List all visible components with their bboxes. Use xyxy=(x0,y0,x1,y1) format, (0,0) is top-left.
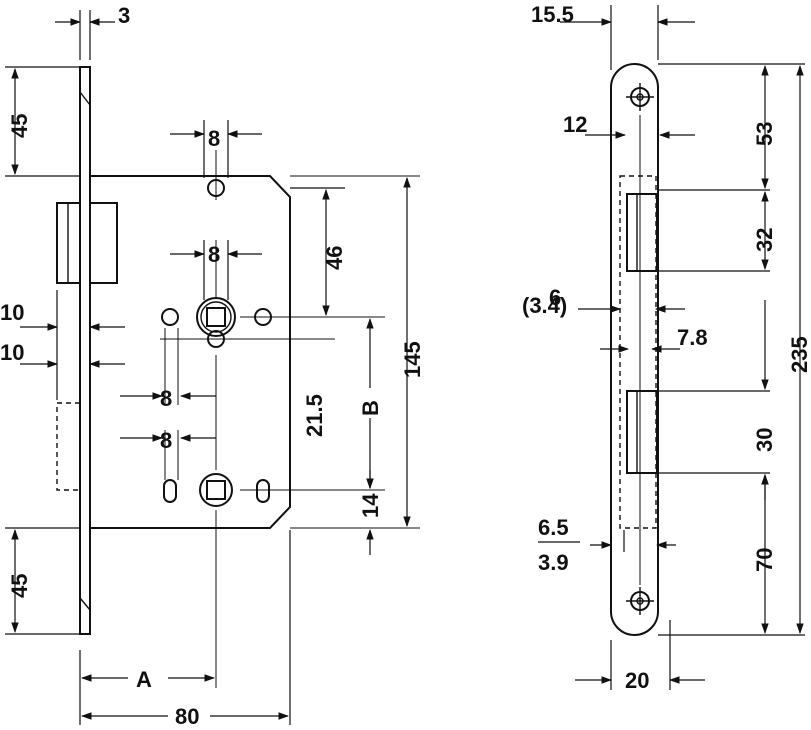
dim-8-top: 8 xyxy=(208,126,220,151)
dim-145: 145 xyxy=(400,341,425,378)
case-outline-dashed xyxy=(619,175,657,529)
lower-right-slot xyxy=(256,479,270,503)
dim-3-9: 3.9 xyxy=(538,550,569,575)
lower-left-slot xyxy=(163,479,177,503)
front-view: 15.5 12 53 32 6 (3.4) 7.8 30 70 235 xyxy=(522,2,811,693)
dim-45-top: 45 xyxy=(7,114,32,138)
dim-6: 6 xyxy=(549,285,561,310)
dim-7-8: 7.8 xyxy=(677,325,708,350)
dim-10-top: 10 xyxy=(0,300,24,325)
dim-235: 235 xyxy=(787,336,811,373)
faceplate-side xyxy=(79,66,91,635)
dim-45-bottom: 45 xyxy=(7,574,32,598)
dim-8-bottom: 8 xyxy=(160,428,172,453)
dim-b: B xyxy=(358,400,383,416)
dim-80: 80 xyxy=(175,704,199,729)
dim-21-5: 21.5 xyxy=(302,394,327,437)
bolt-opening xyxy=(626,390,658,474)
dim-14: 14 xyxy=(358,493,383,518)
dim-3-4: (3.4) xyxy=(522,293,567,318)
side-view: 3 45 45 10 10 8 8 8 xyxy=(0,3,425,729)
dim-20: 20 xyxy=(625,668,649,693)
hub-left-hole xyxy=(161,308,179,326)
lower-follower xyxy=(199,473,233,507)
lock-case xyxy=(90,175,291,529)
dim-10-bottom: 10 xyxy=(0,340,24,365)
dim-6-5: 6.5 xyxy=(538,515,569,540)
dim-3: 3 xyxy=(118,3,130,28)
dim-70: 70 xyxy=(752,548,777,572)
dim-a: A xyxy=(136,667,152,692)
dim-8-low: 8 xyxy=(160,386,172,411)
dim-12: 12 xyxy=(563,112,587,137)
dim-46: 46 xyxy=(322,246,347,270)
latch-bolt-tail xyxy=(89,202,118,284)
dim-32: 32 xyxy=(752,228,777,252)
dim-15-5: 15.5 xyxy=(531,2,574,27)
dim-8-mid: 8 xyxy=(208,242,220,267)
dim-30: 30 xyxy=(752,428,777,452)
dim-53: 53 xyxy=(752,122,777,146)
dashed-deadbolt xyxy=(56,402,80,491)
latch-opening xyxy=(626,193,658,272)
